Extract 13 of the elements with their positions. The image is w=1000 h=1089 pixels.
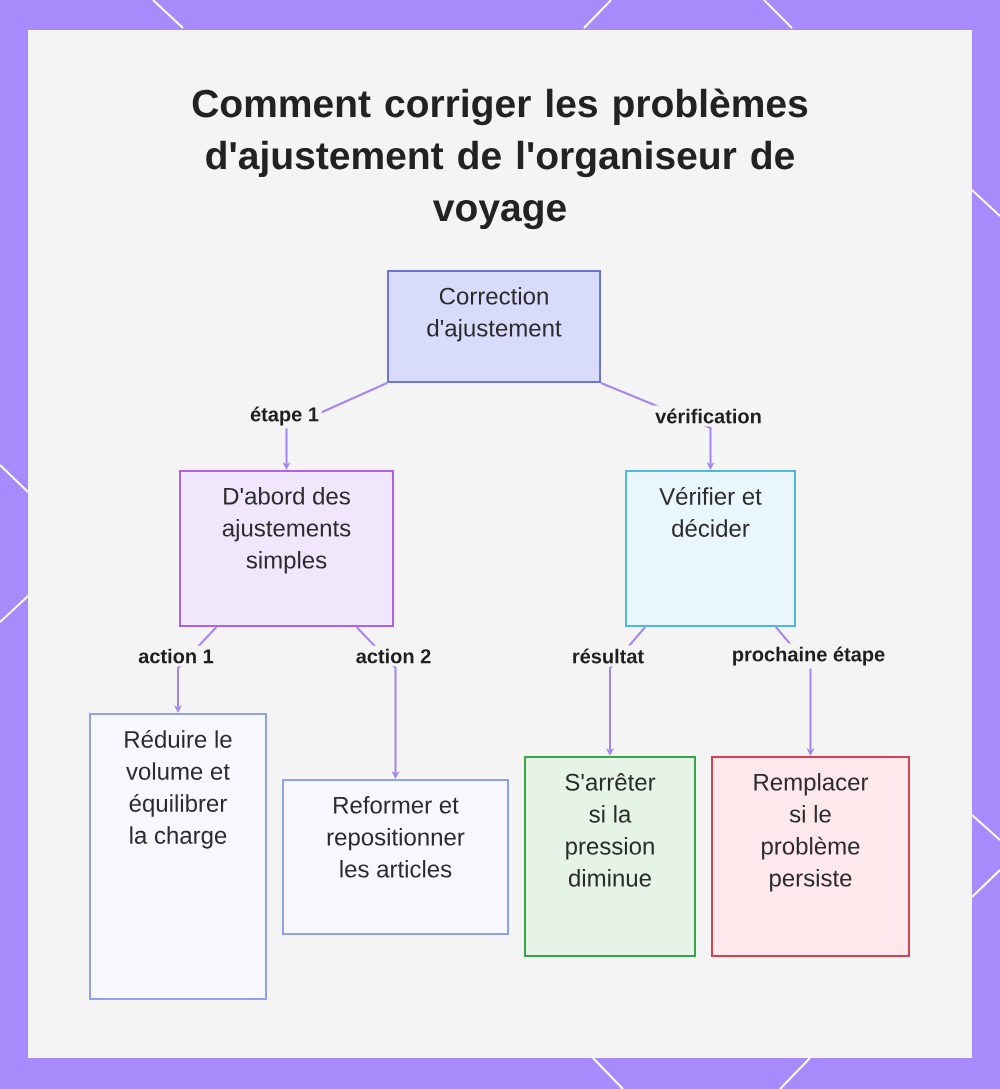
- step-box: Réduire le volume et équilibrer la charge: [89, 713, 267, 1000]
- step-box: Remplacer si le problème persiste: [711, 756, 910, 957]
- connector-arrow: [355, 626, 400, 779]
- edge-label: prochaine étape: [728, 643, 889, 669]
- edge-label: étape 1: [247, 403, 322, 429]
- step-box: S'arrêter si la pression diminue: [524, 756, 696, 957]
- step-box: Vérifier et décider: [625, 470, 796, 627]
- step-box: Correction d'ajustement: [387, 270, 601, 383]
- step-box: D'abord des ajustements simples: [179, 470, 394, 627]
- edge-label: action 1: [135, 645, 217, 667]
- edge-label: vérification: [652, 405, 765, 427]
- title: Comment corriger les problèmes d'ajustement de l'organiseur de voyage: [192, 88, 808, 230]
- step-box: Reformer et repositionner les articles: [282, 779, 509, 935]
